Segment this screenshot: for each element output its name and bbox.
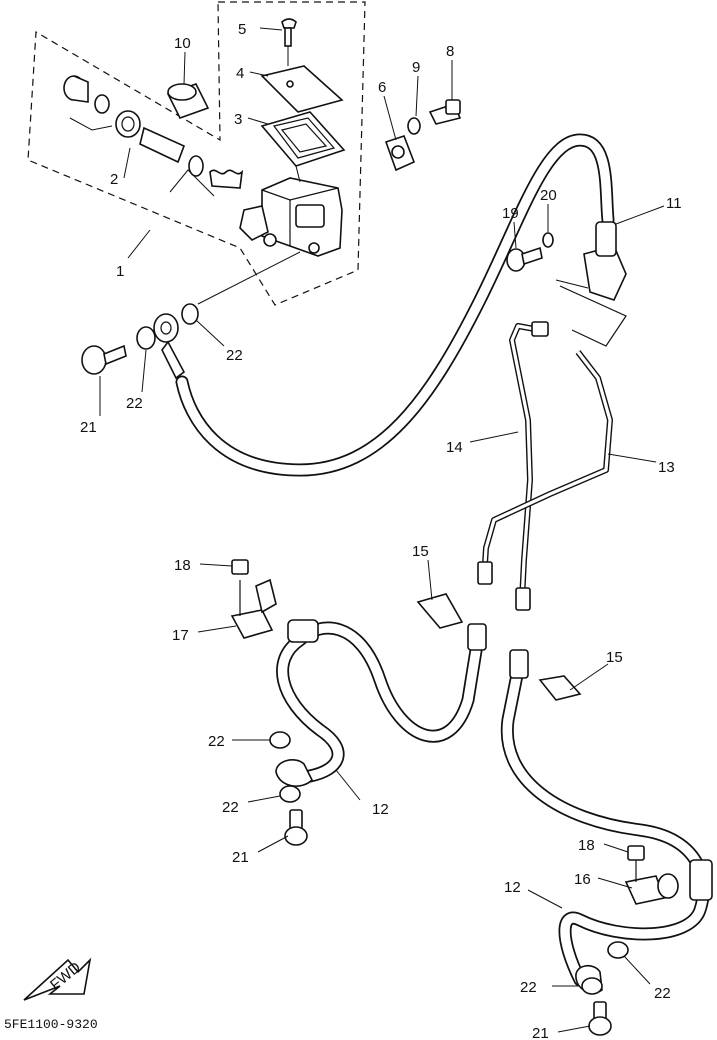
copper-washer-upper-b [181, 303, 199, 325]
forward-direction-arrow [23, 957, 92, 1001]
master-cylinder-group-outline [27, 1, 366, 306]
brake-pipe-14 [509, 321, 549, 601]
callout-15-right: 15 [606, 649, 623, 666]
callout-19: 19 [502, 205, 519, 222]
callout-21-left: 21 [232, 849, 249, 866]
callout-16: 16 [574, 871, 591, 888]
copper-washer-left-b [279, 785, 301, 803]
callout-12-right: 12 [504, 879, 521, 896]
callout-15-left: 15 [412, 543, 429, 560]
callout-13: 13 [658, 459, 675, 476]
cap-screw [259, 18, 297, 47]
callout-22-upper-right: 22 [226, 347, 243, 364]
hose-guide-bracket [384, 134, 416, 172]
callout-22-right-a: 22 [654, 985, 671, 1002]
hose-holder-17 [230, 578, 277, 639]
washer-9 [407, 117, 421, 135]
diagram-code: 5FE1100-9320 [4, 1017, 98, 1032]
brake-pipe-13 [481, 350, 613, 581]
master-cylinder-holder [166, 83, 210, 119]
brake-hose-joint [555, 221, 627, 347]
callout-22-right-b: 22 [520, 979, 537, 996]
copper-washer-right-a [607, 941, 629, 959]
reservoir-diaphragm [260, 111, 346, 167]
bolt-18-lower [627, 845, 645, 861]
callout-5: 5 [238, 21, 246, 38]
pipe-flare-nuts [477, 561, 531, 611]
outlet-leader [197, 251, 301, 305]
callout-20: 20 [540, 187, 557, 204]
callout-18-lower: 18 [578, 837, 595, 854]
callout-6: 6 [378, 79, 386, 96]
callout-14: 14 [446, 439, 463, 456]
master-cylinder-body [239, 177, 343, 257]
right-lower-brake-hose [500, 649, 713, 994]
left-lower-brake-hose [275, 619, 487, 787]
callout-3: 3 [234, 111, 242, 128]
callout-17: 17 [172, 627, 189, 644]
callout-1: 1 [116, 263, 124, 280]
reservoir-cap [260, 65, 344, 113]
callout-11: 11 [666, 195, 682, 212]
copper-washer-upper-a [136, 326, 156, 350]
banjo-bolt-upper [81, 344, 127, 375]
callout-leaders [99, 51, 665, 1033]
callout-4: 4 [236, 65, 244, 82]
callout-10: 10 [174, 35, 191, 52]
joint-washer-20 [542, 232, 554, 248]
upper-brake-hose [175, 133, 615, 477]
callout-21-upper: 21 [80, 419, 97, 436]
joint-bolt-19 [506, 246, 543, 272]
callout-21-right: 21 [532, 1025, 549, 1040]
hose-banjo-fitting-upper [153, 313, 186, 380]
callout-9: 9 [412, 59, 420, 76]
banjo-bolt-right [588, 1001, 612, 1036]
callout-2: 2 [110, 171, 118, 188]
bolt-8 [428, 99, 462, 125]
cap-centerline [295, 165, 301, 183]
callout-8: 8 [446, 43, 454, 60]
copper-washer-left-a [269, 731, 291, 749]
callout-22-left-a: 22 [208, 733, 225, 750]
callout-labels: 1 2 3 4 5 6 8 9 10 11 12 12 13 14 15 15 … [80, 21, 682, 1040]
banjo-bolt-left [284, 809, 308, 846]
callout-12-left: 12 [372, 801, 389, 818]
hose-clamp-right [538, 675, 582, 701]
hose-clamp-left [416, 593, 464, 629]
bolt-18-upper [231, 559, 249, 575]
callout-22-upper-left: 22 [126, 395, 143, 412]
copper-washer-right-b [581, 977, 603, 995]
callout-22-left-b: 22 [222, 799, 239, 816]
hose-holder-16 [624, 860, 679, 905]
piston-kit [63, 75, 244, 197]
callout-18-upper: 18 [174, 557, 191, 574]
